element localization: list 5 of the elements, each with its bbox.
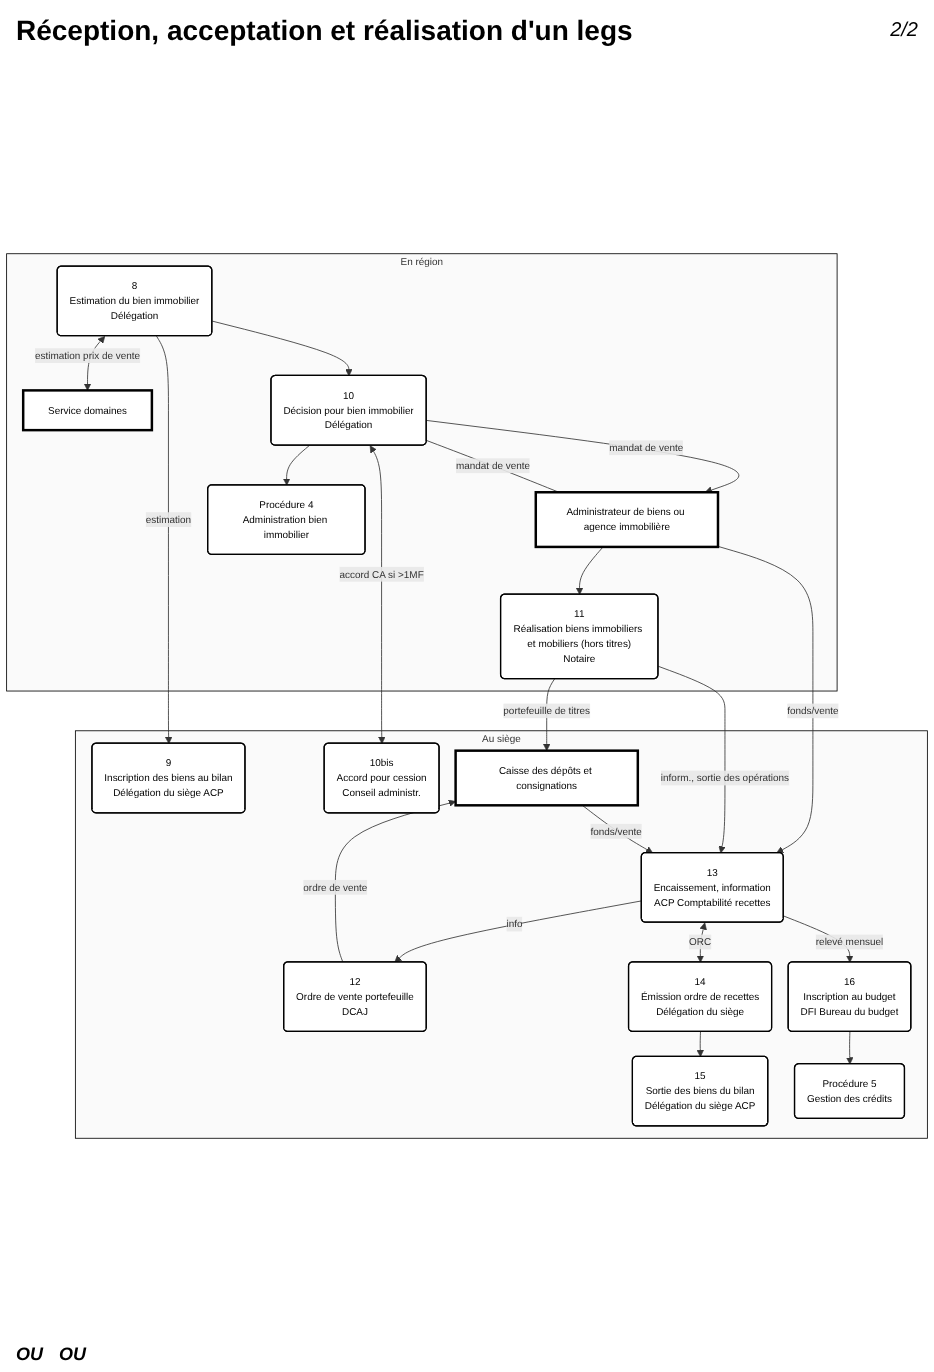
- note-text: OU: [59, 1344, 86, 1364]
- note-text: OU: [16, 1344, 43, 1364]
- connector: [426, 440, 560, 493]
- page-number: 2/2: [890, 19, 918, 41]
- diagram-title: Réception, acceptation et réalisation d'un legs: [16, 14, 633, 46]
